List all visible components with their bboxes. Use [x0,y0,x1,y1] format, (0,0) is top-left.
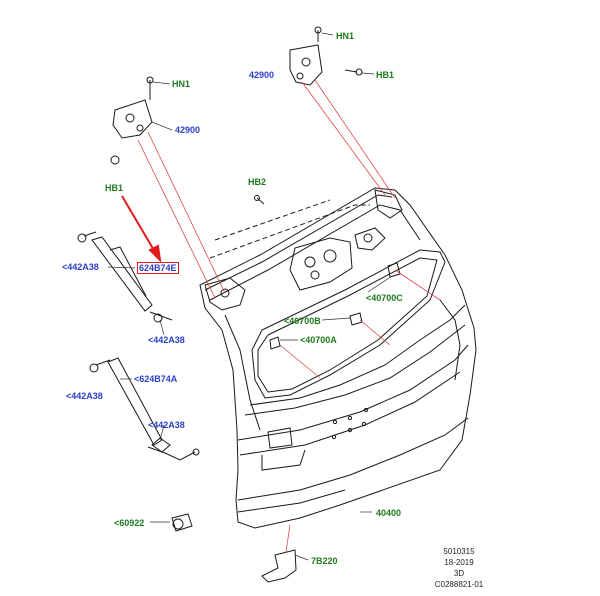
bump-stop-40700c [387,262,401,278]
label-40400: 40400 [376,508,402,518]
label-442a38-c: <442A38 [66,391,103,401]
label-7b220: 7B220 [311,556,338,566]
gas-strut-lower [107,357,163,446]
tailgate-outer-panel [199,187,477,529]
footer-ref-4: C0288821-01 [434,580,484,589]
rear-glass-opening [251,249,446,399]
part-60922 [171,513,193,532]
bracket-7b220 [261,549,297,583]
label-hb2: HB2 [248,177,267,187]
footer-ref-2: 18-2019 [444,558,474,567]
label-hn1-top: HN1 [336,31,355,41]
lower-tailgate-panel [237,344,469,441]
label-hn1-left: HN1 [172,79,191,89]
upper-latch-bracket [289,237,353,291]
label-42900-top: 42900 [249,70,275,80]
label-hb1-top: HB1 [376,70,395,80]
label-40700a: <40700A [300,335,337,345]
hinge-42900-left [112,99,153,139]
label-442a38-b: <442A38 [148,335,185,345]
highlight-arrow [121,195,162,263]
label-624b74e-highlighted: 624B74E [137,262,179,274]
label-40700b: <40700B [284,316,321,326]
label-40700c: <40700C [366,293,403,303]
label-624b74a: <624B74A [134,374,178,384]
hinge-42900-upper [289,44,323,86]
footer-ref-1: 5010315 [443,547,475,556]
label-60922: <60922 [114,518,145,528]
label-hb1-left: HB1 [105,183,124,193]
label-42900-left: 42900 [175,125,201,135]
bump-stop-40700b [349,312,363,326]
bump-stop-40700a [269,336,281,350]
label-442a38-a: <442A38 [62,262,99,272]
footer-ref-3: 3D [453,569,465,578]
label-442a38-d: <442A38 [148,420,185,430]
gas-strut-upper [91,236,153,312]
